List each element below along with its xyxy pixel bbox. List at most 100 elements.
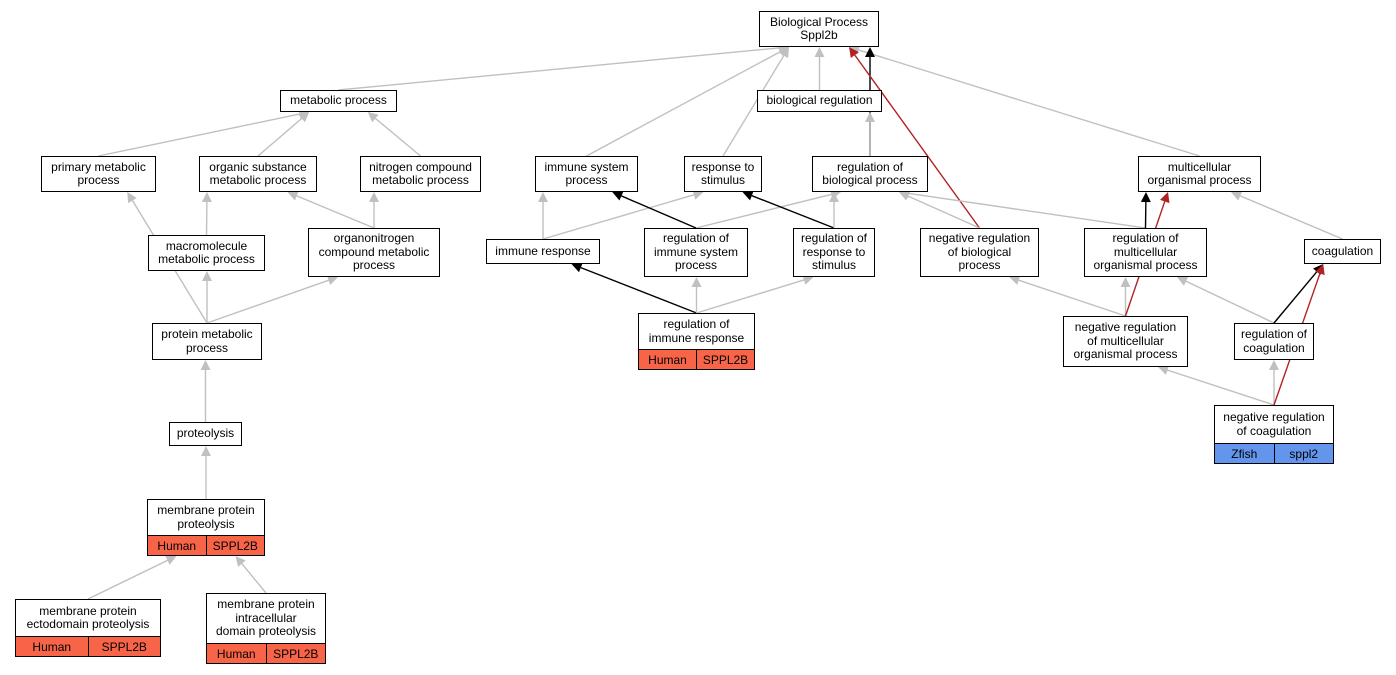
edge-primary_metabolic_process-to-metabolic_process [98,113,300,157]
edge-membrane_protein_intracellular_domain_proteolysis-to-membrane_protein_proteolysis [241,563,267,594]
edge-arrowhead [538,192,548,202]
edge-arrowhead [287,191,299,201]
edge-organonitrogen_compound_metabolic_process-to-organic_substance_metabolic_process [296,195,375,229]
edge-regulation_of_immune_system_process-to-immune_system_process [621,195,697,229]
edge-arrowhead [802,275,814,285]
edge-arrowhead [202,271,212,281]
species-cell: Zfish [1231,446,1258,461]
edge-arrowhead [1120,277,1131,287]
node-proteolysis[interactable]: proteolysis [169,422,242,446]
edge-arrowhead [201,192,212,203]
gene-annotation-row: Human SPPL2B [639,349,754,369]
species-cell: Human [32,639,72,654]
edge-arrowhead [814,47,825,57]
edge-coagulation-to-multicellular_organismal_process [1239,195,1343,240]
edge-arrowhead [612,191,624,201]
edge-arrowhead [692,190,704,200]
edge-arrowhead [1269,360,1279,370]
edge-regulation_of_immune_system_process-to-regulation_of_biological_process [695,193,832,229]
edge-arrowhead [200,360,211,370]
edge-arrowhead [165,555,177,565]
edge-regulation_of_immune_response-to-regulation_of_response_to_stimulus [696,279,805,314]
gene-cell: SPPL2B [696,350,754,369]
gene-annotation-row: Human SPPL2B [16,636,160,656]
edge-arrowhead [1315,264,1325,276]
gene-annotation-row: Human SPPL2B [148,535,264,555]
edge-arrowhead [1160,192,1170,204]
edge-regulation_of_immune_response-to-immune_response [580,266,697,314]
edge-metabolic_process-to-root [338,47,780,91]
edge-multicellular_organismal_process-to-root [858,49,1200,157]
gene-cell: SPPL2B [87,637,161,656]
edge-arrowhead [829,192,839,202]
edge-negative_regulation_of_coagulation-to-negative_regulation_of_multicellular_organismal_process [1167,369,1275,406]
node-coagulation[interactable]: coagulation [1304,239,1381,264]
edge-protein_metabolic_process-to-organonitrogen_compound_metabolic_process [206,279,329,324]
edge-arrowhead [1231,191,1243,201]
edge-arrowhead [779,47,789,59]
edge-arrowhead [235,556,246,567]
edge-arrowhead [571,262,583,273]
edge-organic_substance_metabolic_process-to-metabolic_process [257,117,303,157]
edge-arrowhead [1009,275,1021,285]
gene-annotation-row: Human SPPL2B [207,643,325,663]
edge-membrane_protein_ectodomain_proteolysis-to-membrane_protein_proteolysis [87,559,168,600]
edge-regulation_of_coagulation-to-regulation_of_multicellular_organismal_process [1185,280,1275,324]
gene-cell: sppl2 [1273,444,1334,463]
edge-arrowhead [127,192,137,204]
edge-regulation_of_multicellular_organismal_process-to-regulation_of_biological_process [908,192,1146,229]
gene-cell: SPPL2B [205,536,265,555]
edge-negative_regulation_of_biological_process-to-regulation_of_biological_process [907,195,980,229]
edge-arrowhead [865,47,875,57]
edge-arrowhead [849,47,859,59]
node-immune-response[interactable]: immune response [486,239,600,264]
edge-regulation_of_response_to_stimulus-to-response_to_stimulus [751,195,835,229]
species-cell: Human [216,646,256,661]
edge-arrowhead [367,112,379,123]
edge-arrowhead [742,191,754,201]
edge-arrowhead [369,192,379,202]
edge-arrowhead [326,275,338,286]
edge-negative_regulation_of_biological_process-to-root [854,54,981,229]
edge-immune_response-to-response_to_stimulus [542,194,695,240]
gene-annotation-row: Zfish sppl2 [1215,443,1333,463]
node-biological-regulation[interactable]: biological regulation [757,90,882,112]
edge-immune_system_process-to-root [586,51,781,157]
edge-arrowhead [1158,365,1170,375]
species-cell: Human [157,538,197,553]
edge-negative_regulation_of_multicellular_organismal_process-to-negative_regulation_of_biological_process [1018,279,1126,317]
edge-arrowhead [298,112,310,123]
edge-nitrogen_compound_metabolic_process-to-metabolic_process [374,117,421,157]
edge-arrowhead [1177,276,1189,286]
edge-response_to_stimulus-to-root [722,55,785,157]
edge-regulation_of_coagulation-to-coagulation [1273,271,1318,324]
species-cell: Human [648,352,687,367]
gene-cell: SPPL2B [265,644,326,663]
node-metabolic-process[interactable]: metabolic process [280,90,397,112]
edge-arrowhead [691,277,702,287]
edge-arrowhead [865,112,875,122]
